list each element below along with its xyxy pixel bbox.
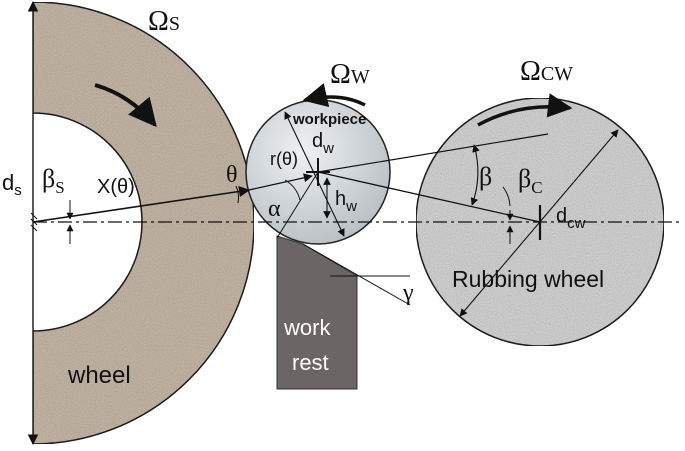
alpha-arc — [284, 179, 301, 201]
theta-arc — [235, 185, 240, 204]
r-theta-label: r(θ) — [270, 149, 298, 169]
work-rest-label-line2: rest — [292, 350, 329, 375]
ds-label: ds — [2, 170, 22, 199]
grinding-rotation-arrow — [94, 83, 157, 128]
gamma-label: γ — [402, 280, 414, 306]
hw-label: hw — [335, 188, 357, 215]
theta-label: θ — [226, 162, 238, 188]
workpiece-to-rest-line — [276, 171, 319, 239]
x-theta-label: X(θ) — [97, 176, 135, 198]
workpiece-label: workpiece — [292, 111, 366, 128]
alpha-label: α — [268, 196, 281, 222]
wheel-label: wheel — [67, 362, 131, 389]
gamma-slope — [302, 243, 411, 306]
centre-hatch — [30, 212, 38, 232]
beta-c-arc — [502, 186, 511, 207]
beta-label: β — [479, 162, 492, 191]
beta-s-label: βS — [42, 164, 65, 197]
dcw-label: dcw — [556, 205, 586, 232]
dw-diameter — [284, 111, 345, 237]
omega-w-label: ΩW — [330, 59, 370, 90]
workpiece-rotation-arrow — [302, 83, 366, 108]
work-rest — [276, 235, 358, 390]
beta-arc — [470, 144, 480, 206]
beta-c-label: βC — [518, 164, 543, 197]
grinding-wheel — [32, 1, 255, 445]
omega-s-label: ΩS — [148, 6, 180, 37]
rubbing-rotation-arrow — [477, 93, 573, 127]
rubbing-wheel-label: Rubbing wheel — [452, 266, 604, 292]
dw-label: dw — [312, 130, 334, 157]
work-rest-label-line1: work — [283, 315, 331, 340]
omega-cw-label: ΩCW — [520, 56, 573, 87]
